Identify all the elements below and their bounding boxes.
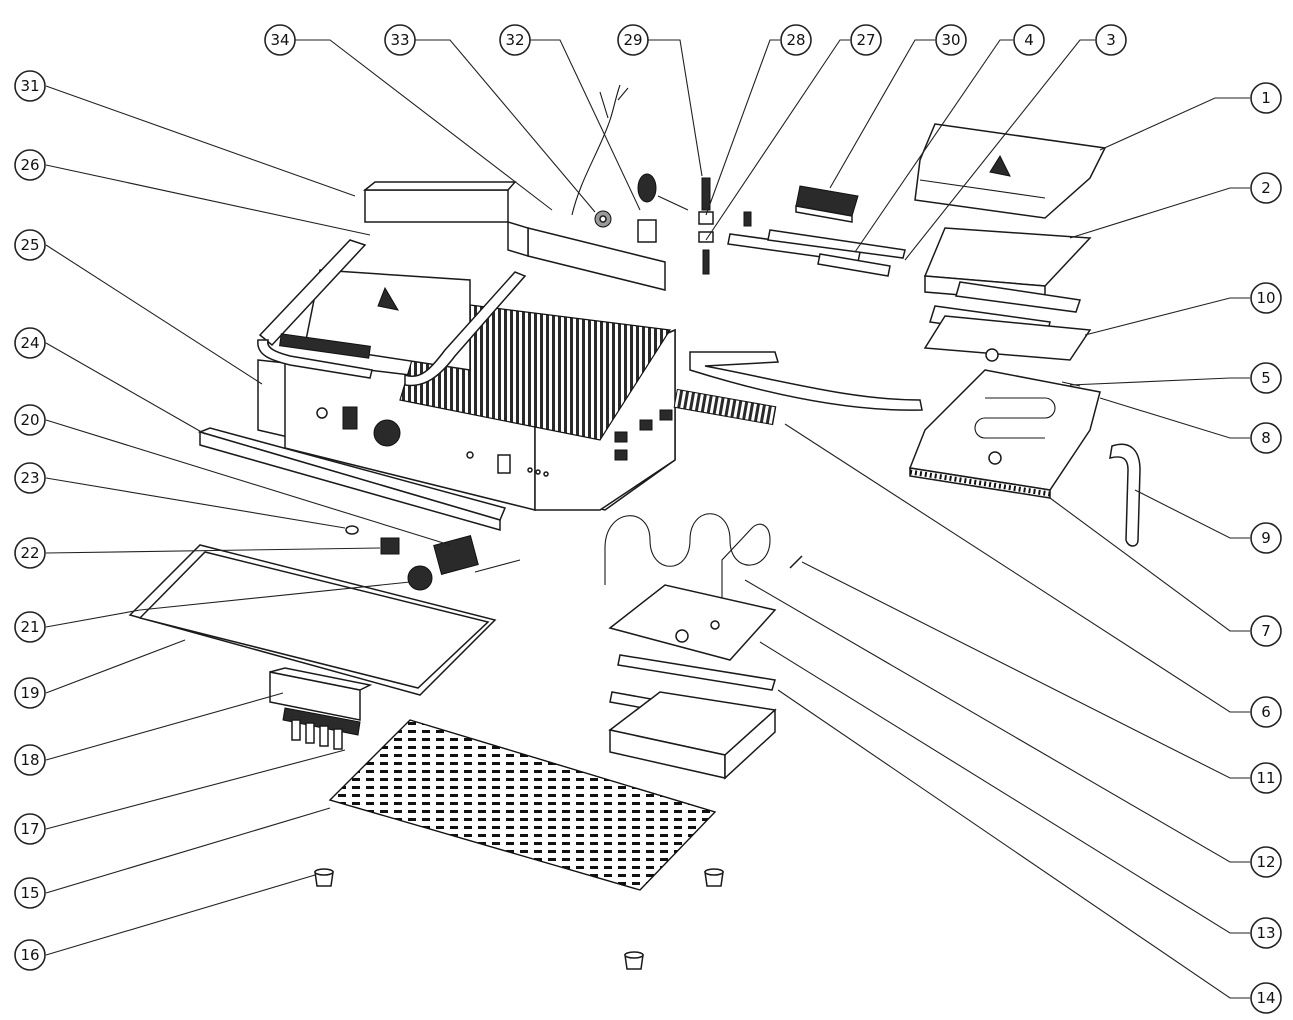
callout-3: 3 xyxy=(1095,24,1127,56)
drip-tray-part xyxy=(197,427,507,531)
svg-text:17: 17 xyxy=(20,820,39,838)
lower-reflector-part xyxy=(608,584,777,661)
callout-12: 12 xyxy=(1250,846,1282,878)
svg-text:26: 26 xyxy=(20,156,39,174)
callout-32: 32 xyxy=(499,24,531,56)
terminal-bracket-part xyxy=(269,667,373,721)
svg-text:12: 12 xyxy=(1256,853,1275,871)
svg-text:1: 1 xyxy=(1261,89,1271,107)
rear-cover-part xyxy=(362,181,666,291)
rubber-feet xyxy=(314,868,724,970)
callout-1: 1 xyxy=(1250,82,1282,114)
callout-bubbles: 31 26 25 24 20 23 22 21 19 18 17 15 16 3… xyxy=(14,24,1282,1014)
svg-text:19: 19 xyxy=(20,684,39,702)
svg-text:14: 14 xyxy=(1256,989,1275,1007)
callout-25: 25 xyxy=(14,229,46,261)
svg-text:6: 6 xyxy=(1261,703,1271,721)
handle-part xyxy=(1109,443,1141,547)
callout-5: 5 xyxy=(1250,362,1282,394)
svg-text:4: 4 xyxy=(1024,31,1034,49)
callout-27: 27 xyxy=(850,24,882,56)
svg-text:28: 28 xyxy=(786,31,805,49)
callout-21: 21 xyxy=(14,611,46,643)
callout-2: 2 xyxy=(1250,172,1282,204)
svg-text:3: 3 xyxy=(1106,31,1116,49)
callout-28: 28 xyxy=(780,24,812,56)
callout-9: 9 xyxy=(1250,522,1282,554)
callout-11: 11 xyxy=(1250,762,1282,794)
callout-20: 20 xyxy=(14,404,46,436)
svg-text:10: 10 xyxy=(1256,289,1275,307)
callout-23: 23 xyxy=(14,462,46,494)
reflector-plate-part xyxy=(923,315,1092,362)
pilot-lamp-part xyxy=(345,525,359,535)
svg-text:13: 13 xyxy=(1256,924,1275,942)
svg-text:31: 31 xyxy=(20,77,39,95)
svg-text:24: 24 xyxy=(20,334,39,352)
callout-30: 30 xyxy=(935,24,967,56)
callout-10: 10 xyxy=(1250,282,1282,314)
fastener-parts xyxy=(698,177,752,275)
svg-text:22: 22 xyxy=(20,544,39,562)
callout-18: 18 xyxy=(14,744,46,776)
svg-text:30: 30 xyxy=(941,31,960,49)
callout-29: 29 xyxy=(617,24,649,56)
callout-34: 34 xyxy=(264,24,296,56)
svg-text:21: 21 xyxy=(20,618,39,636)
svg-text:20: 20 xyxy=(20,411,39,429)
side-element-part xyxy=(673,388,777,426)
bottom-vent-plate xyxy=(328,719,717,891)
svg-text:27: 27 xyxy=(856,31,875,49)
callout-31: 31 xyxy=(14,70,46,102)
top-cover-part xyxy=(914,123,1107,219)
callout-16: 16 xyxy=(14,939,46,971)
hinge-block-part xyxy=(795,185,859,223)
svg-text:5: 5 xyxy=(1261,369,1271,387)
callout-15: 15 xyxy=(14,877,46,909)
callout-6: 6 xyxy=(1250,696,1282,728)
lower-plate-part xyxy=(608,691,777,780)
upper-platen-part xyxy=(908,369,1101,499)
svg-text:15: 15 xyxy=(20,884,39,902)
base-tray-part xyxy=(128,544,497,696)
control-knob-part xyxy=(407,565,433,591)
callout-14: 14 xyxy=(1250,982,1282,1014)
svg-text:2: 2 xyxy=(1261,179,1271,197)
callout-17: 17 xyxy=(14,813,46,845)
power-switch-part xyxy=(380,537,400,555)
callout-4: 4 xyxy=(1013,24,1045,56)
svg-text:33: 33 xyxy=(390,31,409,49)
cable-gland-part xyxy=(594,210,612,228)
svg-text:11: 11 xyxy=(1256,769,1275,787)
svg-text:32: 32 xyxy=(505,31,524,49)
callout-19: 19 xyxy=(14,677,46,709)
thermostat-control-part xyxy=(433,534,521,576)
lower-insulation-part xyxy=(617,654,776,691)
callout-26: 26 xyxy=(14,149,46,181)
svg-text:8: 8 xyxy=(1261,429,1271,447)
callout-7: 7 xyxy=(1250,615,1282,647)
hinge-rod-parts xyxy=(727,229,906,277)
svg-text:34: 34 xyxy=(270,31,289,49)
svg-text:7: 7 xyxy=(1261,622,1271,640)
lower-element-part xyxy=(604,513,771,610)
terminal-block-part xyxy=(282,707,361,750)
svg-text:25: 25 xyxy=(20,236,39,254)
power-cable-part xyxy=(571,84,621,216)
svg-text:16: 16 xyxy=(20,946,39,964)
leader-lines xyxy=(45,39,1250,999)
svg-text:23: 23 xyxy=(20,469,39,487)
callout-24: 24 xyxy=(14,327,46,359)
callout-8: 8 xyxy=(1250,422,1282,454)
parts-layer xyxy=(128,84,1141,970)
svg-text:9: 9 xyxy=(1261,529,1271,547)
callout-13: 13 xyxy=(1250,917,1282,949)
thermostat-part xyxy=(637,173,689,243)
callout-33: 33 xyxy=(384,24,416,56)
svg-text:29: 29 xyxy=(623,31,642,49)
svg-text:18: 18 xyxy=(20,751,39,769)
callout-22: 22 xyxy=(14,537,46,569)
insulation-strip-part xyxy=(955,281,1081,313)
